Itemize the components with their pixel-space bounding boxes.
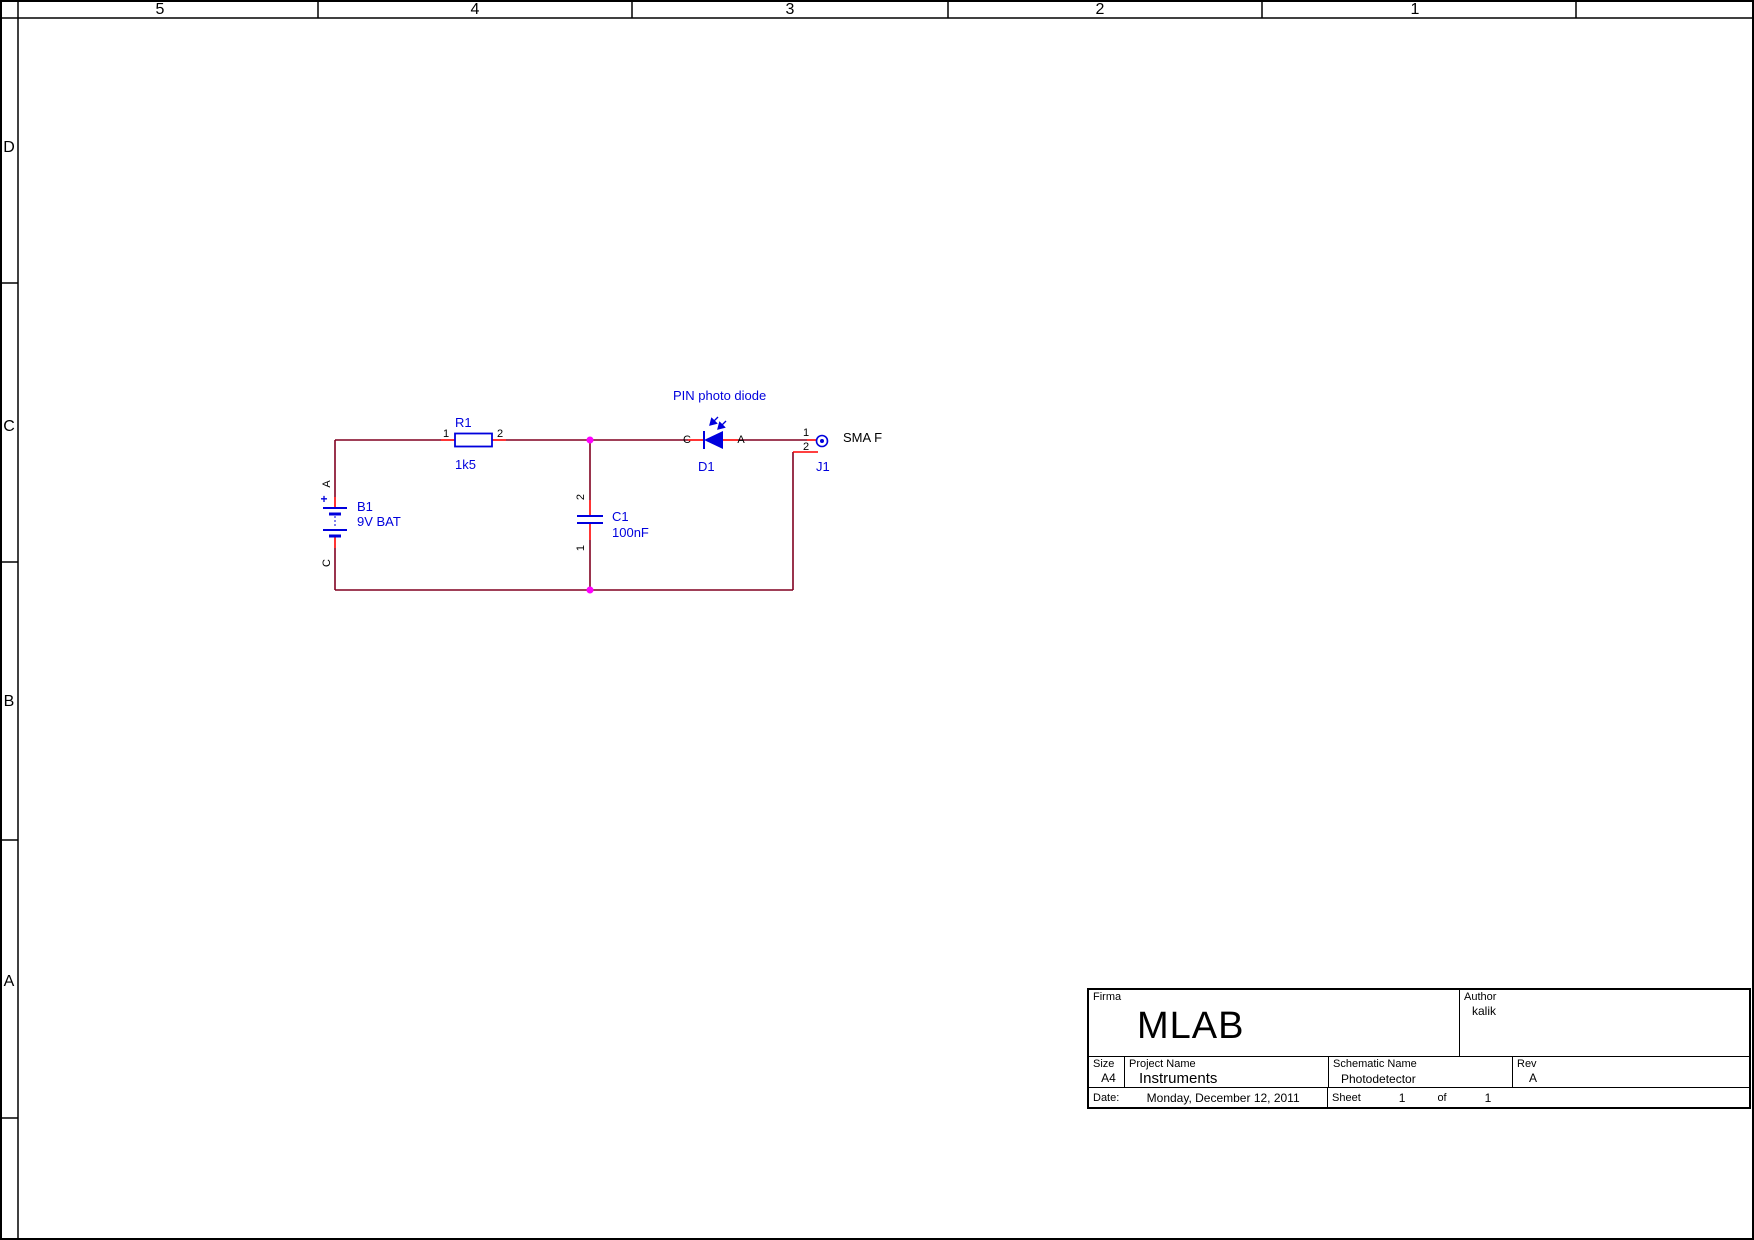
diode-triangle bbox=[704, 431, 723, 449]
title-block: Firma MLAB Author kalik Size A4 Project … bbox=[1087, 988, 1751, 1109]
firma-label: Firma bbox=[1093, 991, 1122, 1003]
resistor-pin2-label: 2 bbox=[497, 428, 503, 440]
resistor-value-label: 1k5 bbox=[455, 457, 476, 472]
schematic-cell: Schematic Name Photodetector bbox=[1328, 1057, 1512, 1087]
battery-value-label: 9V BAT bbox=[357, 514, 401, 529]
light-arrow-icon bbox=[709, 416, 719, 426]
connector-center-pin bbox=[820, 439, 824, 443]
resistor-body bbox=[454, 432, 493, 448]
photodiode-anode-label: A bbox=[737, 434, 745, 446]
author-label: Author bbox=[1464, 991, 1497, 1003]
battery-pin-a-label: A bbox=[321, 480, 333, 488]
firma-cell: Firma MLAB bbox=[1089, 990, 1459, 1056]
sheet-of-label: of bbox=[1437, 1091, 1447, 1104]
grid-row-label: D bbox=[3, 139, 15, 156]
junction-dot bbox=[586, 586, 594, 594]
resistor-ref-label: R1 bbox=[455, 415, 472, 430]
connector-ring bbox=[815, 434, 829, 448]
photodiode-cathode-label: C bbox=[683, 434, 691, 446]
company-name: MLAB bbox=[1137, 1005, 1245, 1047]
photodiode-note-label: PIN photo diode bbox=[673, 388, 766, 403]
grid-row-label: A bbox=[4, 973, 15, 990]
size-label: Size bbox=[1093, 1058, 1115, 1070]
date-cell: Date: Monday, December 12, 2011 bbox=[1089, 1088, 1327, 1107]
grid-row-label: C bbox=[3, 418, 15, 435]
grid-row-label: B bbox=[4, 693, 15, 710]
battery-pin-c-label: C bbox=[321, 559, 333, 567]
author-cell: Author kalik bbox=[1459, 990, 1749, 1056]
wire-net bbox=[334, 439, 807, 591]
connector-j1: 1 2 J1 SMA F bbox=[793, 427, 882, 474]
date-value: Monday, December 12, 2011 bbox=[1146, 1090, 1300, 1105]
sheet-number: 1 bbox=[1398, 1090, 1406, 1105]
capacitor-value-label: 100nF bbox=[612, 525, 649, 540]
sheet-total: 1 bbox=[1484, 1090, 1492, 1105]
sheet-cell: Sheet 1 of 1 bbox=[1327, 1088, 1749, 1107]
sheet-label: Sheet bbox=[1332, 1091, 1361, 1104]
project-name-label: Project Name bbox=[1129, 1058, 1196, 1070]
grid-column-label: 5 bbox=[156, 1, 165, 18]
connector-pin2-label: 2 bbox=[803, 441, 809, 453]
capacitor-pin2-label: 2 bbox=[575, 494, 587, 500]
capacitor-c1: 2 1 C1 100nF bbox=[575, 494, 649, 551]
rev-value: A bbox=[1529, 1071, 1538, 1085]
junction-dot bbox=[586, 436, 594, 444]
battery-b1: + A C B1 9V BAT bbox=[320, 480, 400, 567]
grid-column-label: 1 bbox=[1411, 1, 1420, 18]
connector-pin1-label: 1 bbox=[803, 427, 809, 439]
battery-plus-sign: + bbox=[320, 492, 327, 506]
rev-label: Rev bbox=[1517, 1058, 1537, 1070]
frame-tick-marks bbox=[0, 0, 1577, 1119]
light-arrow-icon bbox=[717, 420, 727, 430]
title-block-row-company: Firma MLAB Author kalik bbox=[1089, 990, 1749, 1056]
grid-column-label: 2 bbox=[1096, 1, 1105, 18]
date-label: Date: bbox=[1093, 1091, 1120, 1104]
schematic-name-label: Schematic Name bbox=[1333, 1058, 1417, 1070]
connector-type-label: SMA F bbox=[843, 430, 882, 445]
photodiode-ref-label: D1 bbox=[698, 459, 715, 474]
project-cell: Project Name Instruments bbox=[1124, 1057, 1328, 1087]
resistor-pin1-label: 1 bbox=[443, 428, 449, 440]
title-block-row-date: Date: Monday, December 12, 2011 Sheet 1 … bbox=[1089, 1087, 1749, 1107]
size-cell: Size A4 bbox=[1089, 1057, 1124, 1087]
rev-cell: Rev A bbox=[1512, 1057, 1749, 1087]
grid-column-label: 3 bbox=[786, 1, 795, 18]
project-name-value: Instruments bbox=[1139, 1070, 1218, 1087]
title-block-row-project: Size A4 Project Name Instruments Schemat… bbox=[1089, 1056, 1749, 1087]
size-value: A4 bbox=[1101, 1071, 1116, 1085]
author-name: kalik bbox=[1472, 1004, 1497, 1018]
photodiode-d1: C A D1 PIN photo diode bbox=[673, 388, 766, 474]
resistor-r1: 1 2 R1 1k5 bbox=[441, 415, 506, 472]
connector-ref-label: J1 bbox=[816, 459, 830, 474]
schematic-name-value: Photodetector bbox=[1341, 1072, 1416, 1086]
capacitor-ref-label: C1 bbox=[612, 509, 629, 524]
battery-ref-label: B1 bbox=[357, 499, 373, 514]
capacitor-pin1-label: 1 bbox=[575, 545, 587, 551]
grid-column-label: 4 bbox=[471, 1, 480, 18]
